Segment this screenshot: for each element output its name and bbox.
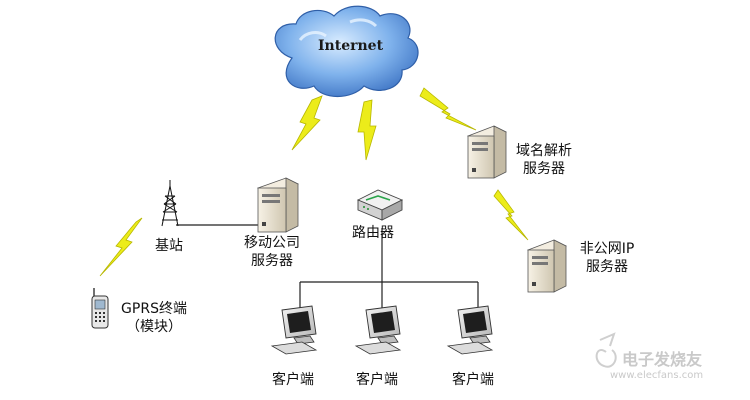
elecfans-logo-icon [595, 332, 617, 368]
wireless-links [99, 87, 529, 277]
nonpublic-server-label: 非公网IP 服务器 [567, 240, 647, 276]
base-station-label: 基站 [155, 238, 183, 254]
internet-cloud [274, 5, 419, 97]
client-pc-icon [446, 305, 494, 355]
gprs-terminal-label-line1: GPRS终端 [121, 301, 187, 317]
router-label: 路由器 [352, 225, 394, 241]
internet-cloud-label: Internet [318, 38, 384, 54]
mobile-server-label-line1: 移动公司 [244, 235, 300, 251]
lightning-bolt-mobile [291, 95, 323, 151]
client-label: 客户端 [452, 372, 494, 388]
client-pc-icon [354, 305, 402, 355]
dns-server-label-line1: 域名解析 [516, 143, 572, 159]
lightning-bolt-nonpublic [493, 189, 529, 241]
gprs-terminal-label: GPRS终端 （模块） [112, 300, 196, 336]
watermark-logo-text: 电子发烧友 [622, 350, 703, 369]
mobile-server-label-line2: 服务器 [251, 253, 293, 269]
lightning-bolt-gprs [99, 217, 143, 277]
client-label: 客户端 [272, 372, 314, 388]
connection-lines [176, 224, 479, 312]
dns-server-label-line2: 服务器 [523, 161, 565, 177]
dns-server-label: 域名解析 服务器 [508, 142, 580, 178]
watermark-url: www.elecfans.com [610, 370, 704, 381]
mobile-server-icon [256, 177, 300, 233]
client-label: 客户端 [356, 372, 398, 388]
nonpublic-server-label-line1: 非公网IP [579, 241, 635, 257]
nonpublic-server-label-line2: 服务器 [586, 259, 628, 275]
lightning-bolt-router [357, 99, 377, 161]
cell-tower-icon [161, 180, 179, 227]
router-icon [356, 189, 404, 221]
dns-server-icon [467, 125, 507, 179]
nonpublic-server-icon [527, 239, 567, 293]
gprs-phone-icon [91, 288, 109, 329]
mobile-server-label: 移动公司 服务器 [236, 234, 308, 270]
client-pc-icon [270, 305, 318, 355]
gprs-terminal-label-line2: （模块） [126, 319, 182, 335]
lightning-bolt-dns [419, 87, 477, 131]
